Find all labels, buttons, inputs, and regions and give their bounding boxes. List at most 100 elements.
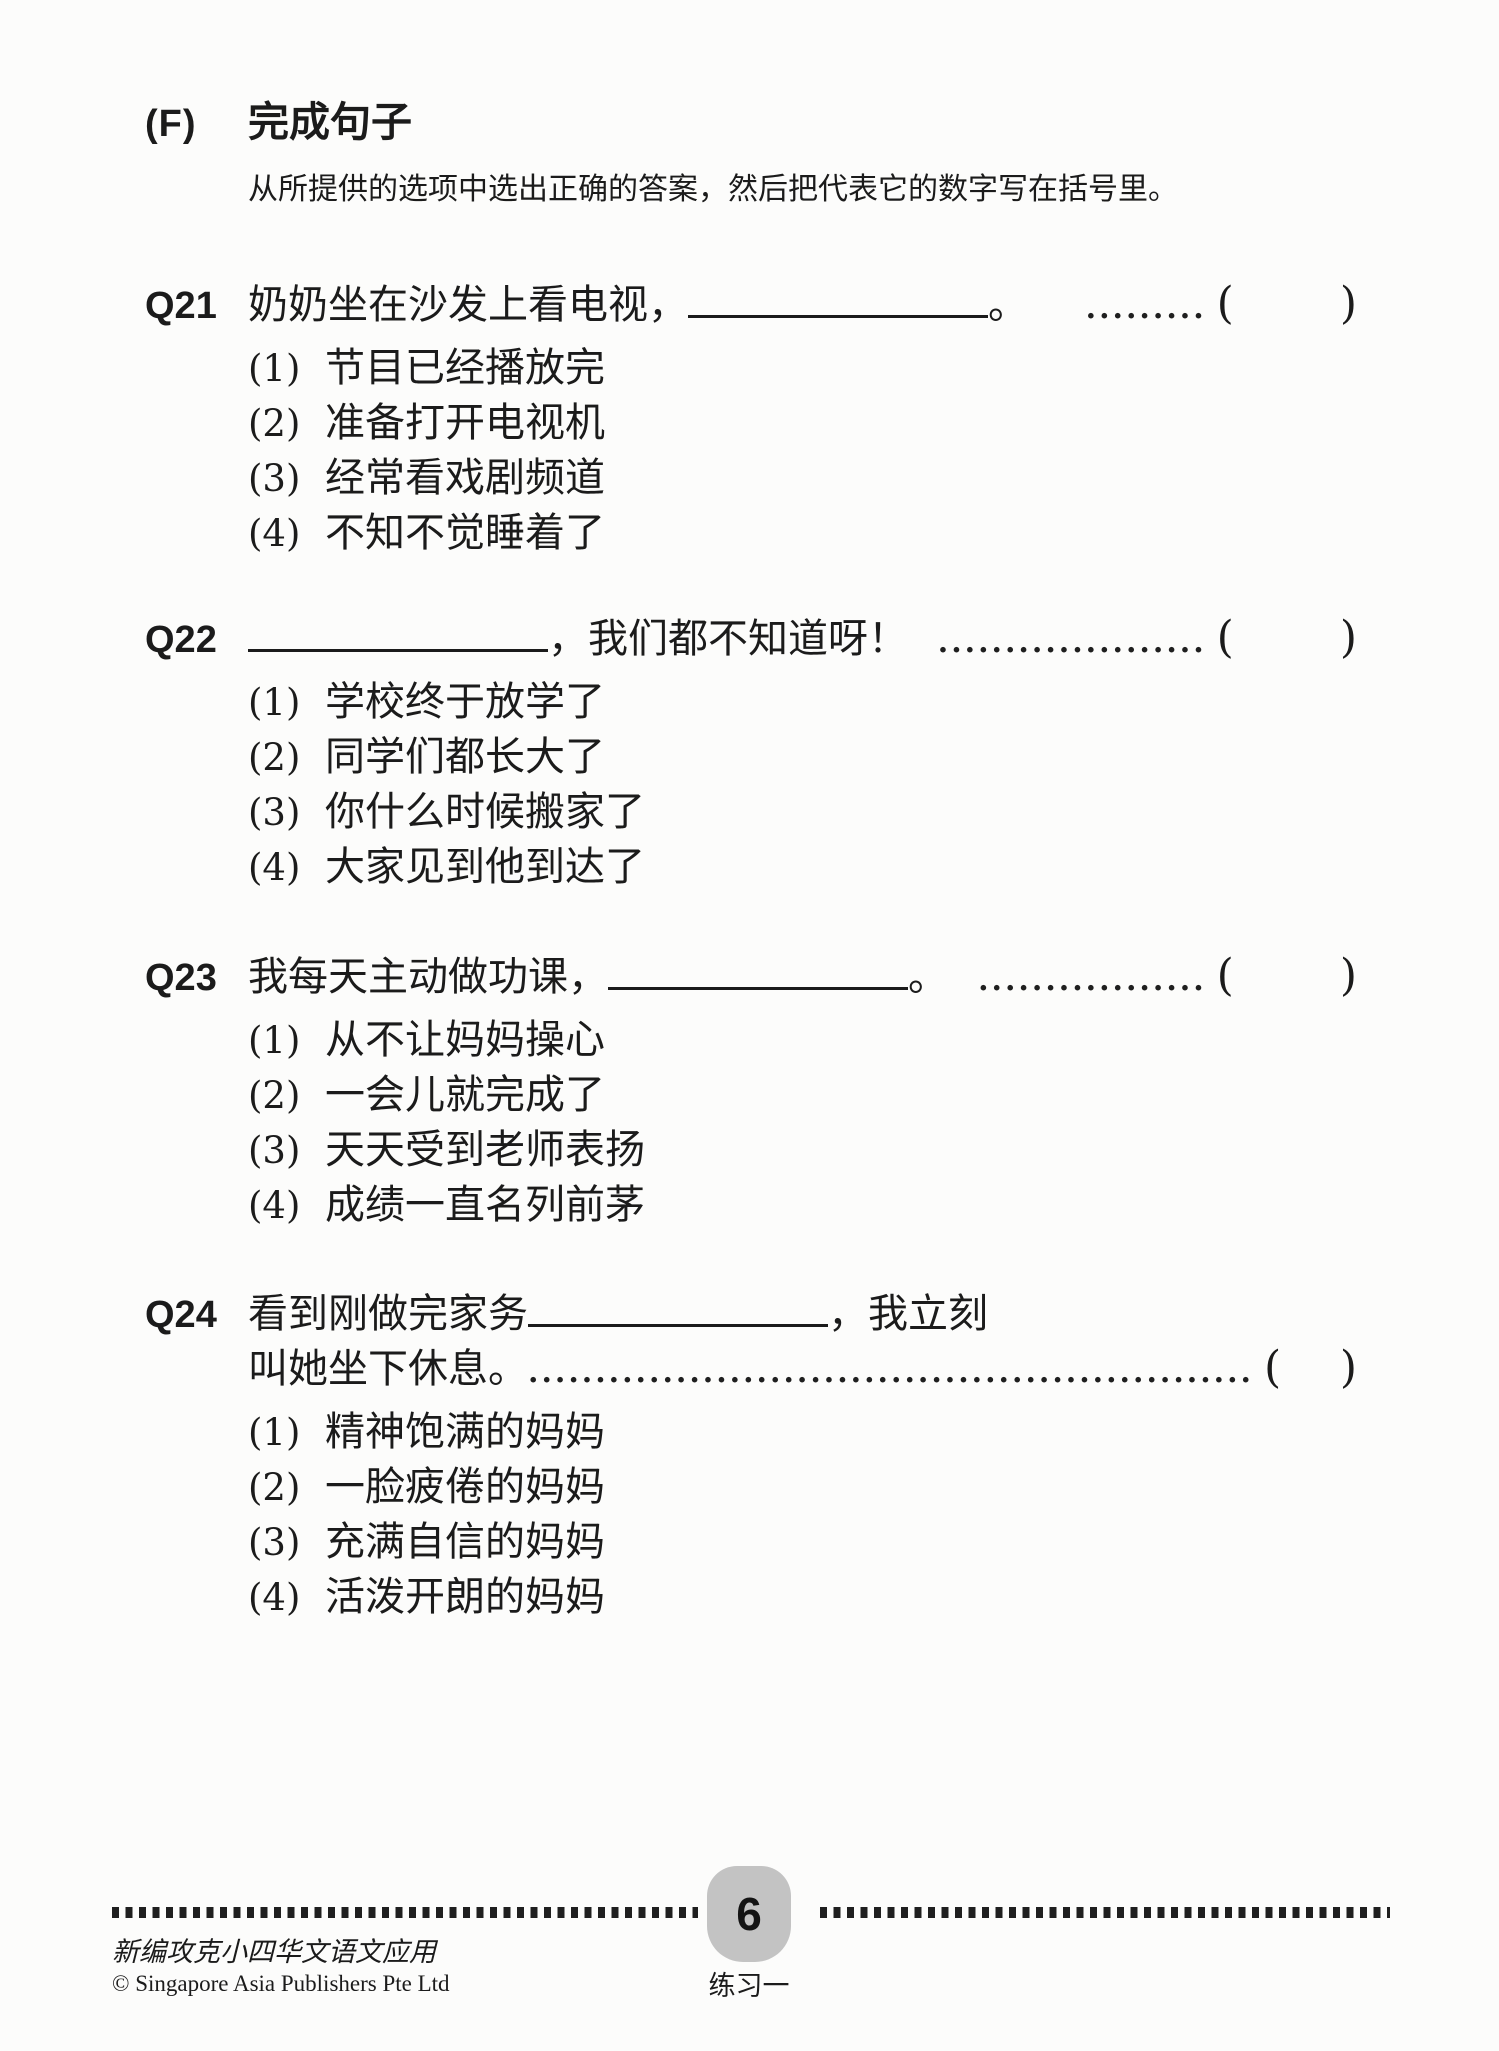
option-row: (4) 活泼开朗的妈妈 <box>145 1564 1357 1620</box>
option-marker: (3) <box>248 457 301 500</box>
section-label: (F) <box>145 103 197 145</box>
option-row: (3) 你什么时候搬家了 <box>145 779 1357 835</box>
page-number: 6 <box>736 1888 762 1940</box>
question-q22: Q22 ，我们都不知道呀！ .................... ( ) (… <box>145 606 1357 890</box>
instruction-text: 从所提供的选项中选出正确的答案，然后把代表它的数字写在括号里。 <box>248 173 1178 206</box>
question-label: Q24 <box>145 1294 217 1336</box>
option-row: (2) 同学们都长大了 <box>145 724 1357 780</box>
option-marker: (1) <box>248 1019 301 1062</box>
option-text: 从不让妈妈操心 <box>325 1017 605 1063</box>
option-marker: (1) <box>248 681 301 724</box>
options-list: (1) 从不让妈妈操心 (2) 一会儿就完成了 (3) 天天受到老师表扬 (4)… <box>145 1007 1357 1228</box>
option-row: (4) 成绩一直名列前茅 <box>145 1172 1357 1228</box>
option-text: 节目已经播放完 <box>325 345 605 391</box>
dot-leader: ................. <box>978 963 1207 998</box>
option-marker: (4) <box>248 512 301 555</box>
footer-book-title: 新编攻克小四华文语文应用 <box>112 1937 436 1968</box>
answer-blank <box>608 984 908 990</box>
answer-bracket-close: ) <box>1339 612 1357 663</box>
question-q23: Q23 我每天主动做功课， 。 ................. ( ) (1… <box>145 944 1357 1228</box>
stem-text: 看到刚做完家务 <box>248 1291 528 1337</box>
answer-bracket-close: ) <box>1339 1342 1357 1393</box>
answer-bracket-close: ) <box>1339 950 1357 1001</box>
option-text: 你什么时候搬家了 <box>325 789 645 835</box>
option-text: 精神饱满的妈妈 <box>325 1409 605 1455</box>
option-marker: (4) <box>248 1184 301 1227</box>
option-marker: (2) <box>248 1466 301 1509</box>
option-row: (3) 天天受到老师表扬 <box>145 1117 1357 1173</box>
option-text: 不知不觉睡着了 <box>325 510 605 556</box>
answer-bracket-open: ( <box>1216 950 1234 1001</box>
question-stem: Q21 奶奶坐在沙发上看电视， 。 ......... ( ) <box>145 272 1357 329</box>
question-q24: Q24 看到刚做完家务 ，我立刻 叫她坐下休息。 ...............… <box>145 1281 1357 1620</box>
dot-leader: .................... <box>937 625 1207 660</box>
option-marker: (4) <box>248 846 301 889</box>
question-label: Q21 <box>145 285 217 327</box>
question-stem: Q24 看到刚做完家务 ，我立刻 <box>145 1281 1357 1337</box>
option-text: 准备打开电视机 <box>325 400 605 446</box>
question-q21: Q21 奶奶坐在沙发上看电视， 。 ......... ( ) (1) 节目已经… <box>145 272 1357 556</box>
page-title: 完成句子 <box>248 99 412 145</box>
footer-dotted-rule-left <box>112 1907 698 1918</box>
option-text: 同学们都长大了 <box>325 734 605 780</box>
dot-leader: ......... <box>1085 291 1207 326</box>
option-marker: (1) <box>248 347 301 390</box>
option-row: (2) 一脸疲倦的妈妈 <box>145 1454 1357 1510</box>
answer-bracket-open: ( <box>1216 278 1234 329</box>
answer-blank <box>688 312 988 318</box>
answer-bracket-close: ) <box>1339 278 1357 329</box>
option-text: 经常看戏剧频道 <box>325 455 605 501</box>
stem-punctuation: 。 <box>988 282 1028 328</box>
options-list: (1) 学校终于放学了 (2) 同学们都长大了 (3) 你什么时候搬家了 (4)… <box>145 669 1357 890</box>
footer-dotted-rule-right <box>820 1907 1390 1918</box>
answer-bracket-open: ( <box>1216 612 1234 663</box>
option-row: (1) 节目已经播放完 <box>145 335 1357 391</box>
dot-leader: ........................................… <box>528 1355 1254 1390</box>
option-text: 天天受到老师表扬 <box>325 1127 645 1173</box>
stem-text: 我每天主动做功课， <box>248 954 608 1000</box>
option-marker: (4) <box>248 1576 301 1619</box>
stem-text: 奶奶坐在沙发上看电视， <box>248 282 688 328</box>
footer-publisher: © Singapore Asia Publishers Pte Ltd <box>112 1971 450 1996</box>
option-marker: (3) <box>248 1129 301 1172</box>
stem-text-after-blank: ，我立刻 <box>828 1291 988 1337</box>
page-number-badge: 6 <box>707 1866 791 1962</box>
option-row: (1) 从不让妈妈操心 <box>145 1007 1357 1063</box>
options-list: (1) 精神饱满的妈妈 (2) 一脸疲倦的妈妈 (3) 充满自信的妈妈 (4) … <box>145 1399 1357 1620</box>
question-stem-line2: 叫她坐下休息。 ................................… <box>145 1336 1357 1393</box>
section-header: (F) 完成句子 从所提供的选项中选出正确的答案，然后把代表它的数字写在括号里。 <box>145 88 1389 208</box>
option-text: 活泼开朗的妈妈 <box>325 1574 605 1620</box>
option-text: 成绩一直名列前茅 <box>325 1182 645 1228</box>
question-label: Q23 <box>145 957 217 999</box>
option-marker: (1) <box>248 1411 301 1454</box>
option-marker: (2) <box>248 402 301 445</box>
footer-exercise-label: 练习一 <box>708 1971 790 2002</box>
option-marker: (2) <box>248 1074 301 1117</box>
option-text: 学校终于放学了 <box>325 679 605 725</box>
option-text: 充满自信的妈妈 <box>325 1519 605 1565</box>
options-list: (1) 节目已经播放完 (2) 准备打开电视机 (3) 经常看戏剧频道 (4) … <box>145 335 1357 556</box>
option-row: (3) 充满自信的妈妈 <box>145 1509 1357 1565</box>
option-row: (3) 经常看戏剧频道 <box>145 445 1357 501</box>
stem-punctuation: 。 <box>908 954 948 1000</box>
question-stem: Q22 ，我们都不知道呀！ .................... ( ) <box>145 606 1357 663</box>
option-marker: (3) <box>248 1521 301 1564</box>
option-text: 大家见到他到达了 <box>325 844 645 890</box>
option-row: (4) 不知不觉睡着了 <box>145 500 1357 556</box>
stem-punctuation: ，我们都不知道呀！ <box>548 616 908 662</box>
stem-text: 叫她坐下休息。 <box>248 1346 528 1392</box>
answer-bracket-open: ( <box>1264 1342 1282 1393</box>
option-text: 一脸疲倦的妈妈 <box>325 1464 605 1510</box>
option-row: (1) 学校终于放学了 <box>145 669 1357 725</box>
option-row: (2) 一会儿就完成了 <box>145 1062 1357 1118</box>
option-row: (2) 准备打开电视机 <box>145 390 1357 446</box>
question-label: Q22 <box>145 619 217 661</box>
option-text: 一会儿就完成了 <box>325 1072 605 1118</box>
option-marker: (3) <box>248 791 301 834</box>
answer-blank <box>248 646 548 652</box>
option-row: (4) 大家见到他到达了 <box>145 834 1357 890</box>
question-stem: Q23 我每天主动做功课， 。 ................. ( ) <box>145 944 1357 1001</box>
answer-blank <box>528 1321 828 1327</box>
option-marker: (2) <box>248 736 301 779</box>
